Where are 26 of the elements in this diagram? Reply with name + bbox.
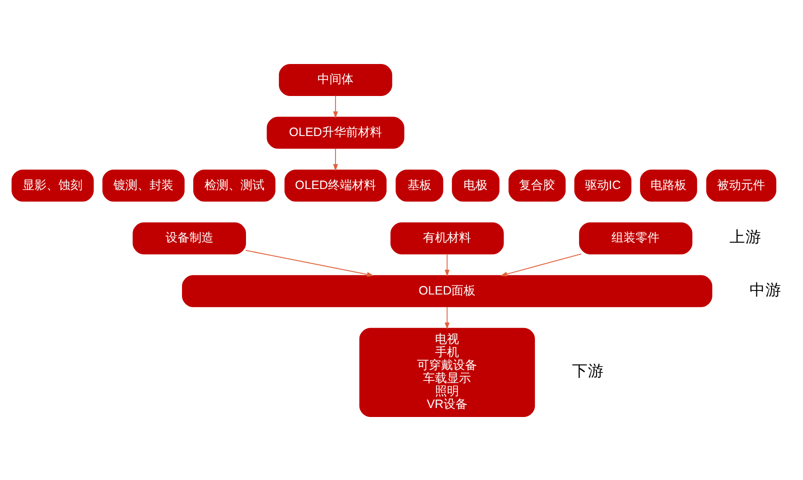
node-box: OLED面板 <box>182 274 712 307</box>
node-box: 被动元件 <box>706 169 776 202</box>
node-box: 电视 手机 可穿戴设备 车载显示 照明 VR设备 <box>359 327 535 416</box>
node-box: OLED终端材料 <box>284 169 387 202</box>
node-box: 复合胶 <box>508 169 566 202</box>
arrow <box>444 253 450 276</box>
node-box: 电路板 <box>640 169 698 202</box>
node-box: 有机材料 <box>390 222 504 254</box>
arrow <box>245 249 374 276</box>
node-box: OLED升华前材料 <box>266 116 404 148</box>
node-box: 显影、蚀刻 <box>12 169 94 202</box>
arrow <box>444 306 450 329</box>
label: 中游 <box>749 281 782 298</box>
node-box: 电极 <box>452 169 500 202</box>
node-box: 组装零件 <box>579 222 692 254</box>
label: 上游 <box>730 228 762 246</box>
node-box: 中间体 <box>278 64 392 96</box>
arrow <box>333 148 338 171</box>
node-box: 基板 <box>396 169 444 202</box>
node-box: 设备制造 <box>132 222 246 254</box>
node-box: 驱动IC <box>574 169 632 202</box>
node-box: 检测、测试 <box>193 169 276 202</box>
arrow <box>333 94 338 118</box>
node-box: 镀测、封装 <box>102 169 185 202</box>
arrow <box>500 253 582 276</box>
label: 下游 <box>572 362 604 380</box>
